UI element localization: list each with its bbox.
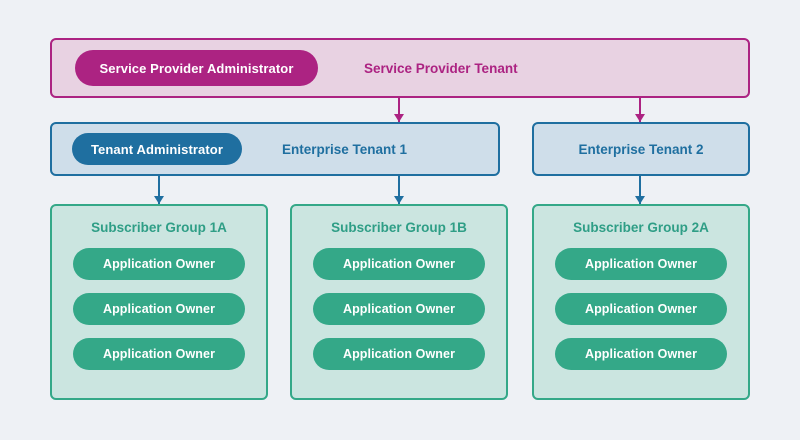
enterprise-tenant-2-box: Enterprise Tenant 2 [532, 122, 750, 176]
service-provider-administrator-pill[interactable]: Service Provider Administrator [75, 50, 318, 86]
subscriber-group-1a-title: Subscriber Group 1A [91, 220, 227, 235]
arrow-head [154, 196, 164, 204]
application-owner-pill[interactable]: Application Owner [73, 248, 245, 280]
enterprise-tenant-1-box: Tenant Administrator Enterprise Tenant 1 [50, 122, 500, 176]
subscriber-group-2a-title: Subscriber Group 2A [573, 220, 709, 235]
subscriber-group-2a-box: Subscriber Group 2A Application Owner Ap… [532, 204, 750, 400]
arrow-shaft [639, 176, 641, 204]
application-owner-pill[interactable]: Application Owner [73, 338, 245, 370]
arrow-tenant-1-to-group-1b [394, 176, 404, 204]
arrow-tenant-2-to-group-2a [635, 176, 645, 204]
subscriber-group-1b-title: Subscriber Group 1B [331, 220, 467, 235]
application-owner-pill[interactable]: Application Owner [555, 293, 727, 325]
arrow-head [635, 114, 645, 122]
application-owner-pill[interactable]: Application Owner [555, 248, 727, 280]
arrow-head [394, 114, 404, 122]
arrow-tenant-1-to-group-1a [154, 176, 164, 204]
tenant-administrator-pill[interactable]: Tenant Administrator [72, 133, 242, 165]
arrow-head [635, 196, 645, 204]
application-owner-pill[interactable]: Application Owner [313, 293, 485, 325]
arrow-shaft [639, 98, 641, 122]
enterprise-tenant-1-label: Enterprise Tenant 1 [282, 141, 408, 157]
subscriber-group-1a-box: Subscriber Group 1A Application Owner Ap… [50, 204, 268, 400]
application-owner-pill[interactable]: Application Owner [73, 293, 245, 325]
service-provider-tenant-label: Service Provider Tenant [364, 60, 518, 76]
enterprise-tenant-2-label: Enterprise Tenant 2 [578, 141, 704, 157]
arrow-shaft [398, 176, 400, 204]
application-owner-pill[interactable]: Application Owner [555, 338, 727, 370]
subscriber-group-1b-box: Subscriber Group 1B Application Owner Ap… [290, 204, 508, 400]
application-owner-pill[interactable]: Application Owner [313, 338, 485, 370]
arrow-provider-to-tenant-1 [394, 98, 404, 122]
service-provider-tenant-box: Service Provider Administrator Service P… [50, 38, 750, 98]
application-owner-pill[interactable]: Application Owner [313, 248, 485, 280]
arrow-shaft [398, 98, 400, 122]
arrow-head [394, 196, 404, 204]
arrow-provider-to-tenant-2 [635, 98, 645, 122]
arrow-shaft [158, 176, 160, 204]
